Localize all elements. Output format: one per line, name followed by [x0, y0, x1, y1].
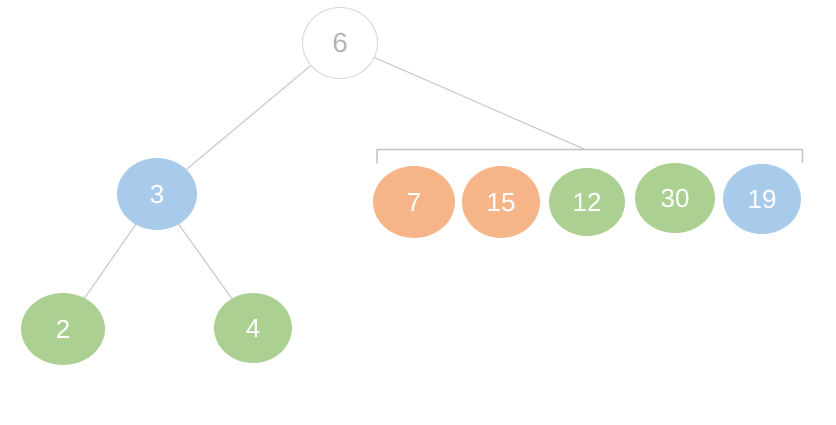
node-30-label: 30	[660, 183, 690, 213]
right-group-bracket	[376, 148, 804, 164]
tree-node-3: 3	[117, 158, 197, 230]
tree-node-19: 19	[723, 164, 801, 234]
node-root-label: 6	[332, 27, 348, 58]
node-19-label: 19	[747, 184, 777, 214]
tree-node-2: 2	[21, 293, 105, 365]
node-12-label: 12	[572, 187, 602, 217]
edge-root-to-right-group	[338, 41, 585, 150]
tree-node-12: 12	[549, 168, 625, 236]
tree-node-30: 30	[635, 163, 715, 233]
node-4-label: 4	[245, 313, 261, 343]
node-15-label: 15	[486, 187, 516, 217]
node-7-label: 7	[406, 187, 422, 217]
tree-node-root: 6	[302, 7, 378, 79]
tree-node-4: 4	[214, 293, 292, 363]
edge-root-to-node-3	[156, 41, 340, 195]
node-3-label: 3	[149, 179, 165, 209]
tree-node-7: 7	[373, 166, 455, 238]
tree-node-15: 15	[462, 166, 540, 238]
node-2-label: 2	[55, 314, 71, 344]
